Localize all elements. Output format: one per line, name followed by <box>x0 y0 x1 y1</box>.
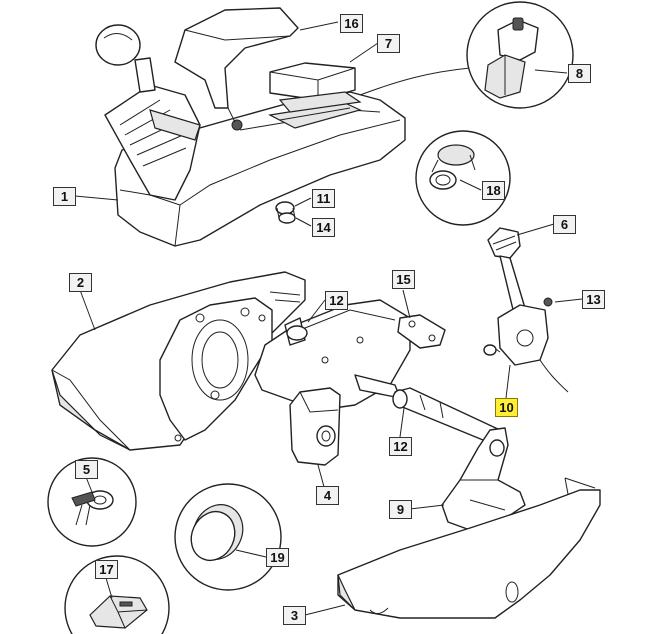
callout-2: 2 <box>69 273 92 292</box>
callout-17: 17 <box>95 560 118 579</box>
callout-11: 11 <box>312 189 335 208</box>
detail-circle-5 <box>47 457 137 547</box>
callout-7: 7 <box>377 34 400 53</box>
callout-13: 13 <box>582 290 605 309</box>
callout-10: 10 <box>495 398 518 417</box>
mounting-plate <box>159 297 273 441</box>
callout-9: 9 <box>389 500 412 519</box>
throttle-lever-assembly <box>483 227 569 393</box>
callout-14: 14 <box>312 218 335 237</box>
callout-15: 15 <box>392 270 415 289</box>
callout-12-lower: 12 <box>389 437 412 456</box>
callout-6: 6 <box>553 215 576 234</box>
callout-1: 1 <box>53 187 76 206</box>
callout-5: 5 <box>75 460 98 479</box>
callout-4: 4 <box>316 486 339 505</box>
detail-circle-8 <box>466 1 574 109</box>
small-plate-15 <box>397 314 446 349</box>
callout-19: 19 <box>266 548 289 567</box>
callout-8: 8 <box>568 64 591 83</box>
detail-circle-19 <box>174 483 282 591</box>
callout-3: 3 <box>283 606 306 625</box>
bushing-11-14 <box>275 201 296 224</box>
leader-lines <box>74 21 583 616</box>
switch-block <box>269 62 362 113</box>
gear-lever <box>95 24 201 201</box>
callout-18: 18 <box>482 181 505 200</box>
shaft-12 <box>392 387 501 443</box>
detail-circle-17 <box>64 555 170 634</box>
callout-12-upper: 12 <box>325 291 348 310</box>
console-housing <box>114 91 406 247</box>
lower-cover-right <box>337 477 601 619</box>
armrest-pad <box>174 7 299 131</box>
callout-16: 16 <box>340 14 363 33</box>
detail-circle-18 <box>415 130 511 226</box>
lower-bracket <box>289 387 341 466</box>
